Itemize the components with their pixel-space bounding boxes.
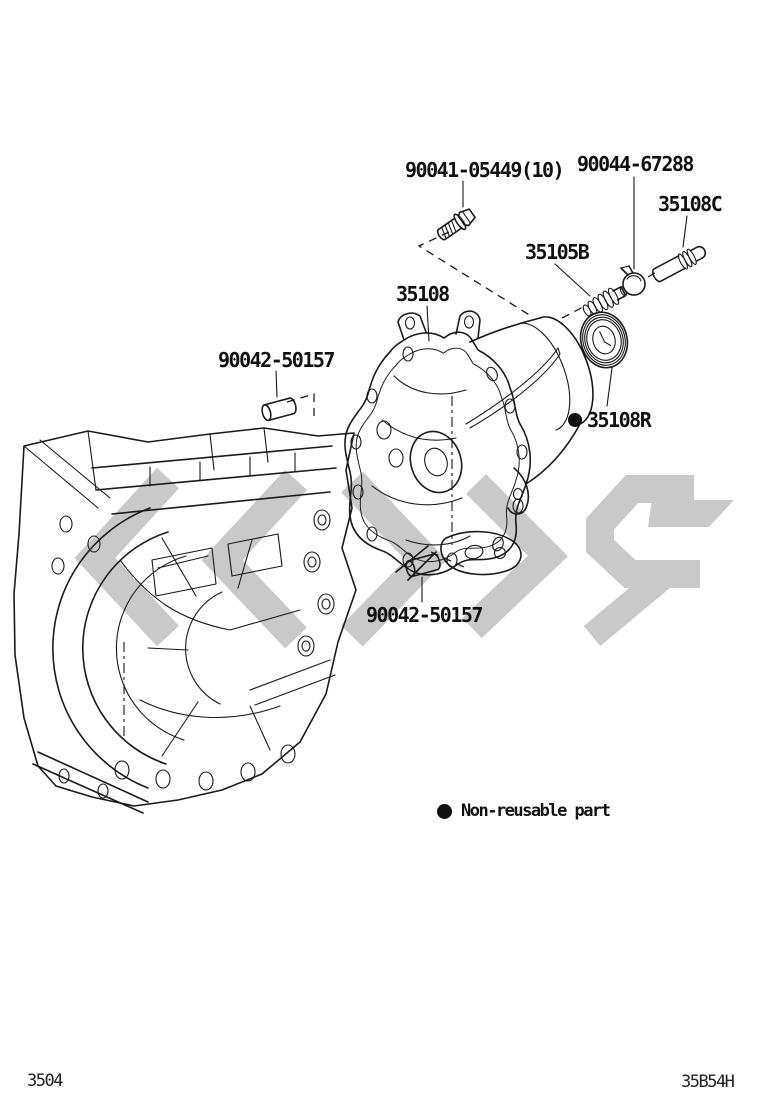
part-label-extension-housing: 35108 — [396, 282, 450, 306]
non-reusable-bullet-icon — [437, 804, 452, 819]
leader-lines — [275, 176, 688, 603]
part-label-dowel-pin-lower: 90042-50157 — [366, 603, 483, 627]
non-reusable-bullet-icon — [568, 413, 582, 427]
extension-housing-drawing — [344, 310, 594, 581]
part-label-oil-seal: 35108R — [568, 408, 652, 432]
part-label-clamp: 90044-67288 — [577, 152, 694, 176]
watermark-logo — [74, 467, 734, 649]
footer-figure-code: 35B54H — [681, 1072, 735, 1092]
legend: Non-reusable part — [437, 801, 611, 821]
part-label-speedometer-gear: 35105B — [525, 240, 590, 264]
transmission-case-drawing — [13, 427, 357, 814]
dowel-pin-upper-drawing — [261, 397, 297, 422]
clamp-drawing — [620, 265, 646, 296]
part-label-sensor: 35108C — [658, 192, 723, 216]
sensor-drawing — [652, 245, 707, 283]
part-label-dowel-pin-upper: 90042-50157 — [218, 348, 335, 372]
bolt-drawing — [436, 208, 476, 241]
dashed-guides — [123, 231, 661, 736]
legend-text: Non-reusable part — [461, 801, 611, 821]
footer-section-code: 3504 — [27, 1071, 63, 1091]
oil-seal-drawing — [579, 311, 629, 369]
part-label-bolt: 90041-05449(10) — [405, 158, 565, 182]
speedometer-gear-drawing — [582, 285, 627, 317]
part-label-oil-seal-text: 35108R — [587, 408, 652, 432]
